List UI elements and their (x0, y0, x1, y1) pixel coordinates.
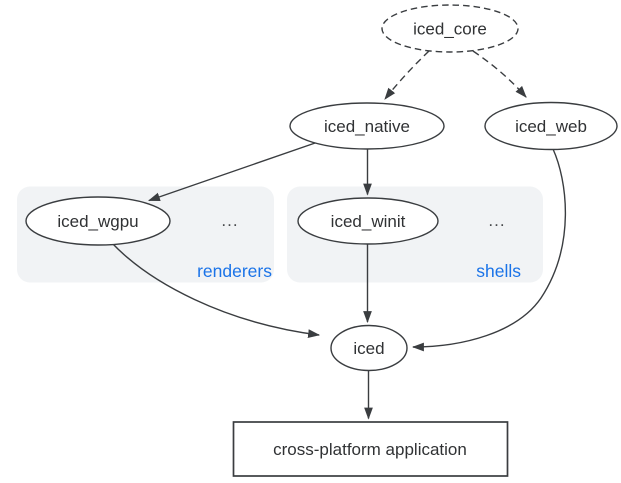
shells-ellipsis: ... (488, 211, 505, 230)
iced-ellipse (330, 324, 408, 372)
node-iced-wgpu: iced_wgpu (25, 196, 171, 246)
iced-web-label: iced_web (515, 117, 587, 136)
iced-wgpu-ellipse (25, 196, 171, 246)
edge-iced_native-to-iced_wgpu (147, 141, 319, 202)
renderers-ellipsis: ... (221, 211, 238, 230)
application-rect (232, 421, 509, 477)
shells-group-label: shells (476, 261, 521, 281)
node-iced-core: iced_core (381, 4, 519, 53)
edge-iced_core-to-iced_web (472, 50, 527, 98)
iced-core-label: iced_core (413, 20, 487, 39)
node-iced-winit: iced_winit (297, 197, 439, 245)
node-iced: iced (330, 324, 408, 372)
iced-wgpu-label: iced_wgpu (57, 212, 138, 231)
iced-label: iced (353, 339, 384, 358)
iced-web-ellipse (484, 101, 618, 151)
iced-winit-label: iced_winit (331, 212, 406, 231)
edge-iced_core-to-iced_native (384, 50, 430, 100)
iced-native-ellipse (289, 102, 445, 150)
edge-iced_wgpu-to-iced (111, 242, 321, 338)
renderers-group-label: renderers (197, 261, 272, 281)
node-application: cross-platform application (232, 421, 509, 477)
iced-native-label: iced_native (324, 117, 410, 136)
node-iced-web: iced_web (484, 101, 618, 151)
application-label: cross-platform application (273, 440, 467, 459)
edge-iced_web-to-iced (411, 148, 567, 352)
iced-winit-ellipse (297, 197, 439, 245)
node-iced-native: iced_native (289, 102, 445, 150)
iced-core-ellipse (381, 4, 519, 53)
